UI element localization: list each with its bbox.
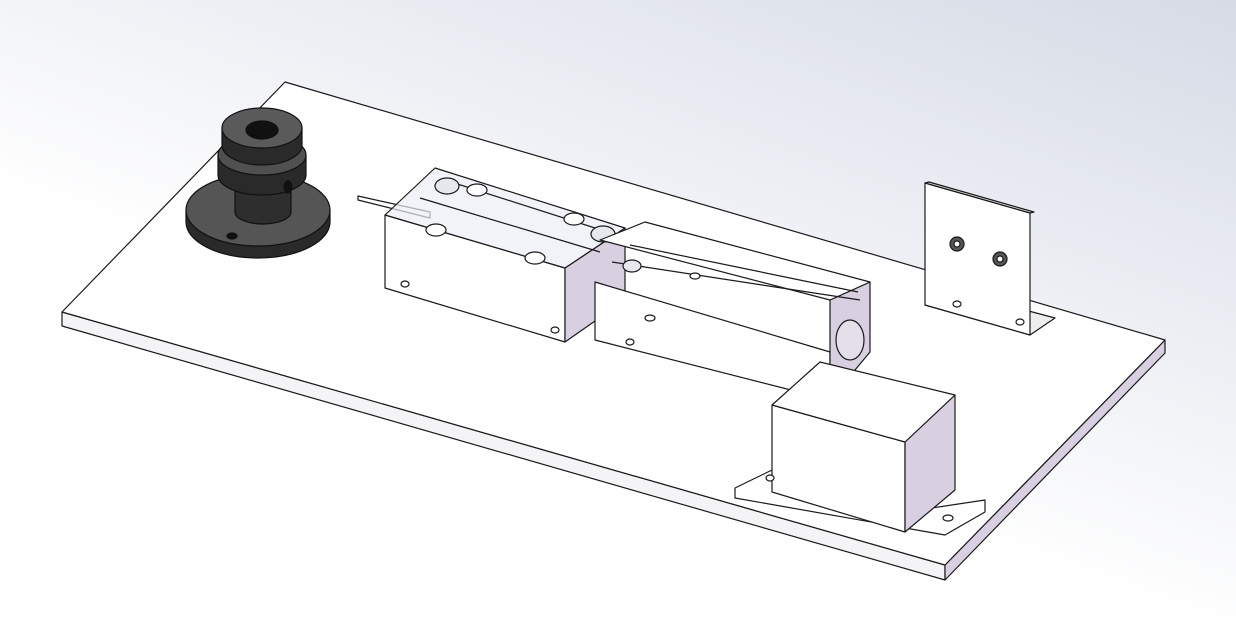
- spool-part[interactable]: [185, 107, 331, 259]
- motor-housing[interactable]: [734, 361, 986, 536]
- mounting-bracket[interactable]: [924, 181, 1056, 336]
